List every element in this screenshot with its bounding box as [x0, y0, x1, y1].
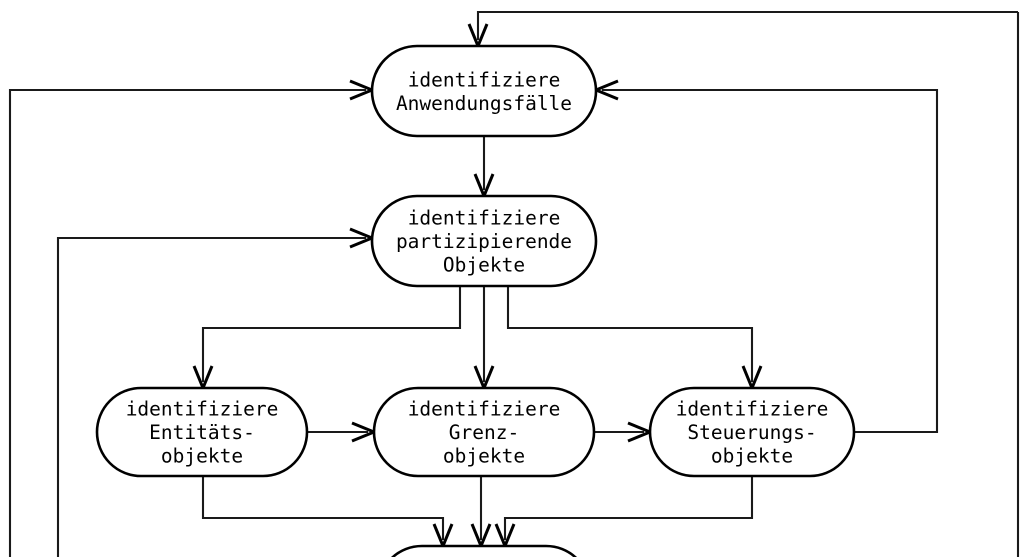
- node-shape-steuerungsobjekte[interactable]: [648, 386, 856, 478]
- node-shape-entitaetsobjekte[interactable]: [95, 386, 309, 478]
- node-label-line: Grenz-: [449, 421, 519, 444]
- node-label-line: Anwendungsfälle: [396, 92, 572, 115]
- node-label-line: partizipierende: [396, 230, 572, 253]
- node-label-line: identifiziere: [408, 398, 561, 421]
- node-label-line: identifiziere: [408, 207, 561, 230]
- node-label-line: identifiziere: [676, 398, 829, 421]
- node-bottom-node-clipped[interactable]: [378, 544, 590, 557]
- node-shape-partizipierende-objekte[interactable]: [370, 194, 598, 288]
- node-label-line: objekte: [711, 445, 793, 468]
- node-label-line: identifiziere: [408, 68, 561, 91]
- node-label-line: Entitäts-: [149, 421, 255, 444]
- node-shape-grenzobjekte[interactable]: [372, 386, 596, 478]
- node-label-line: objekte: [443, 445, 525, 468]
- node-label-line: Steuerungs-: [687, 421, 816, 444]
- node-label-line: objekte: [161, 445, 243, 468]
- node-label-line: identifiziere: [126, 398, 279, 421]
- node-label-line: Objekte: [443, 254, 525, 277]
- node-shape-bottom-node-clipped[interactable]: [378, 544, 590, 557]
- node-shape-anwendungsfaelle[interactable]: [370, 44, 598, 138]
